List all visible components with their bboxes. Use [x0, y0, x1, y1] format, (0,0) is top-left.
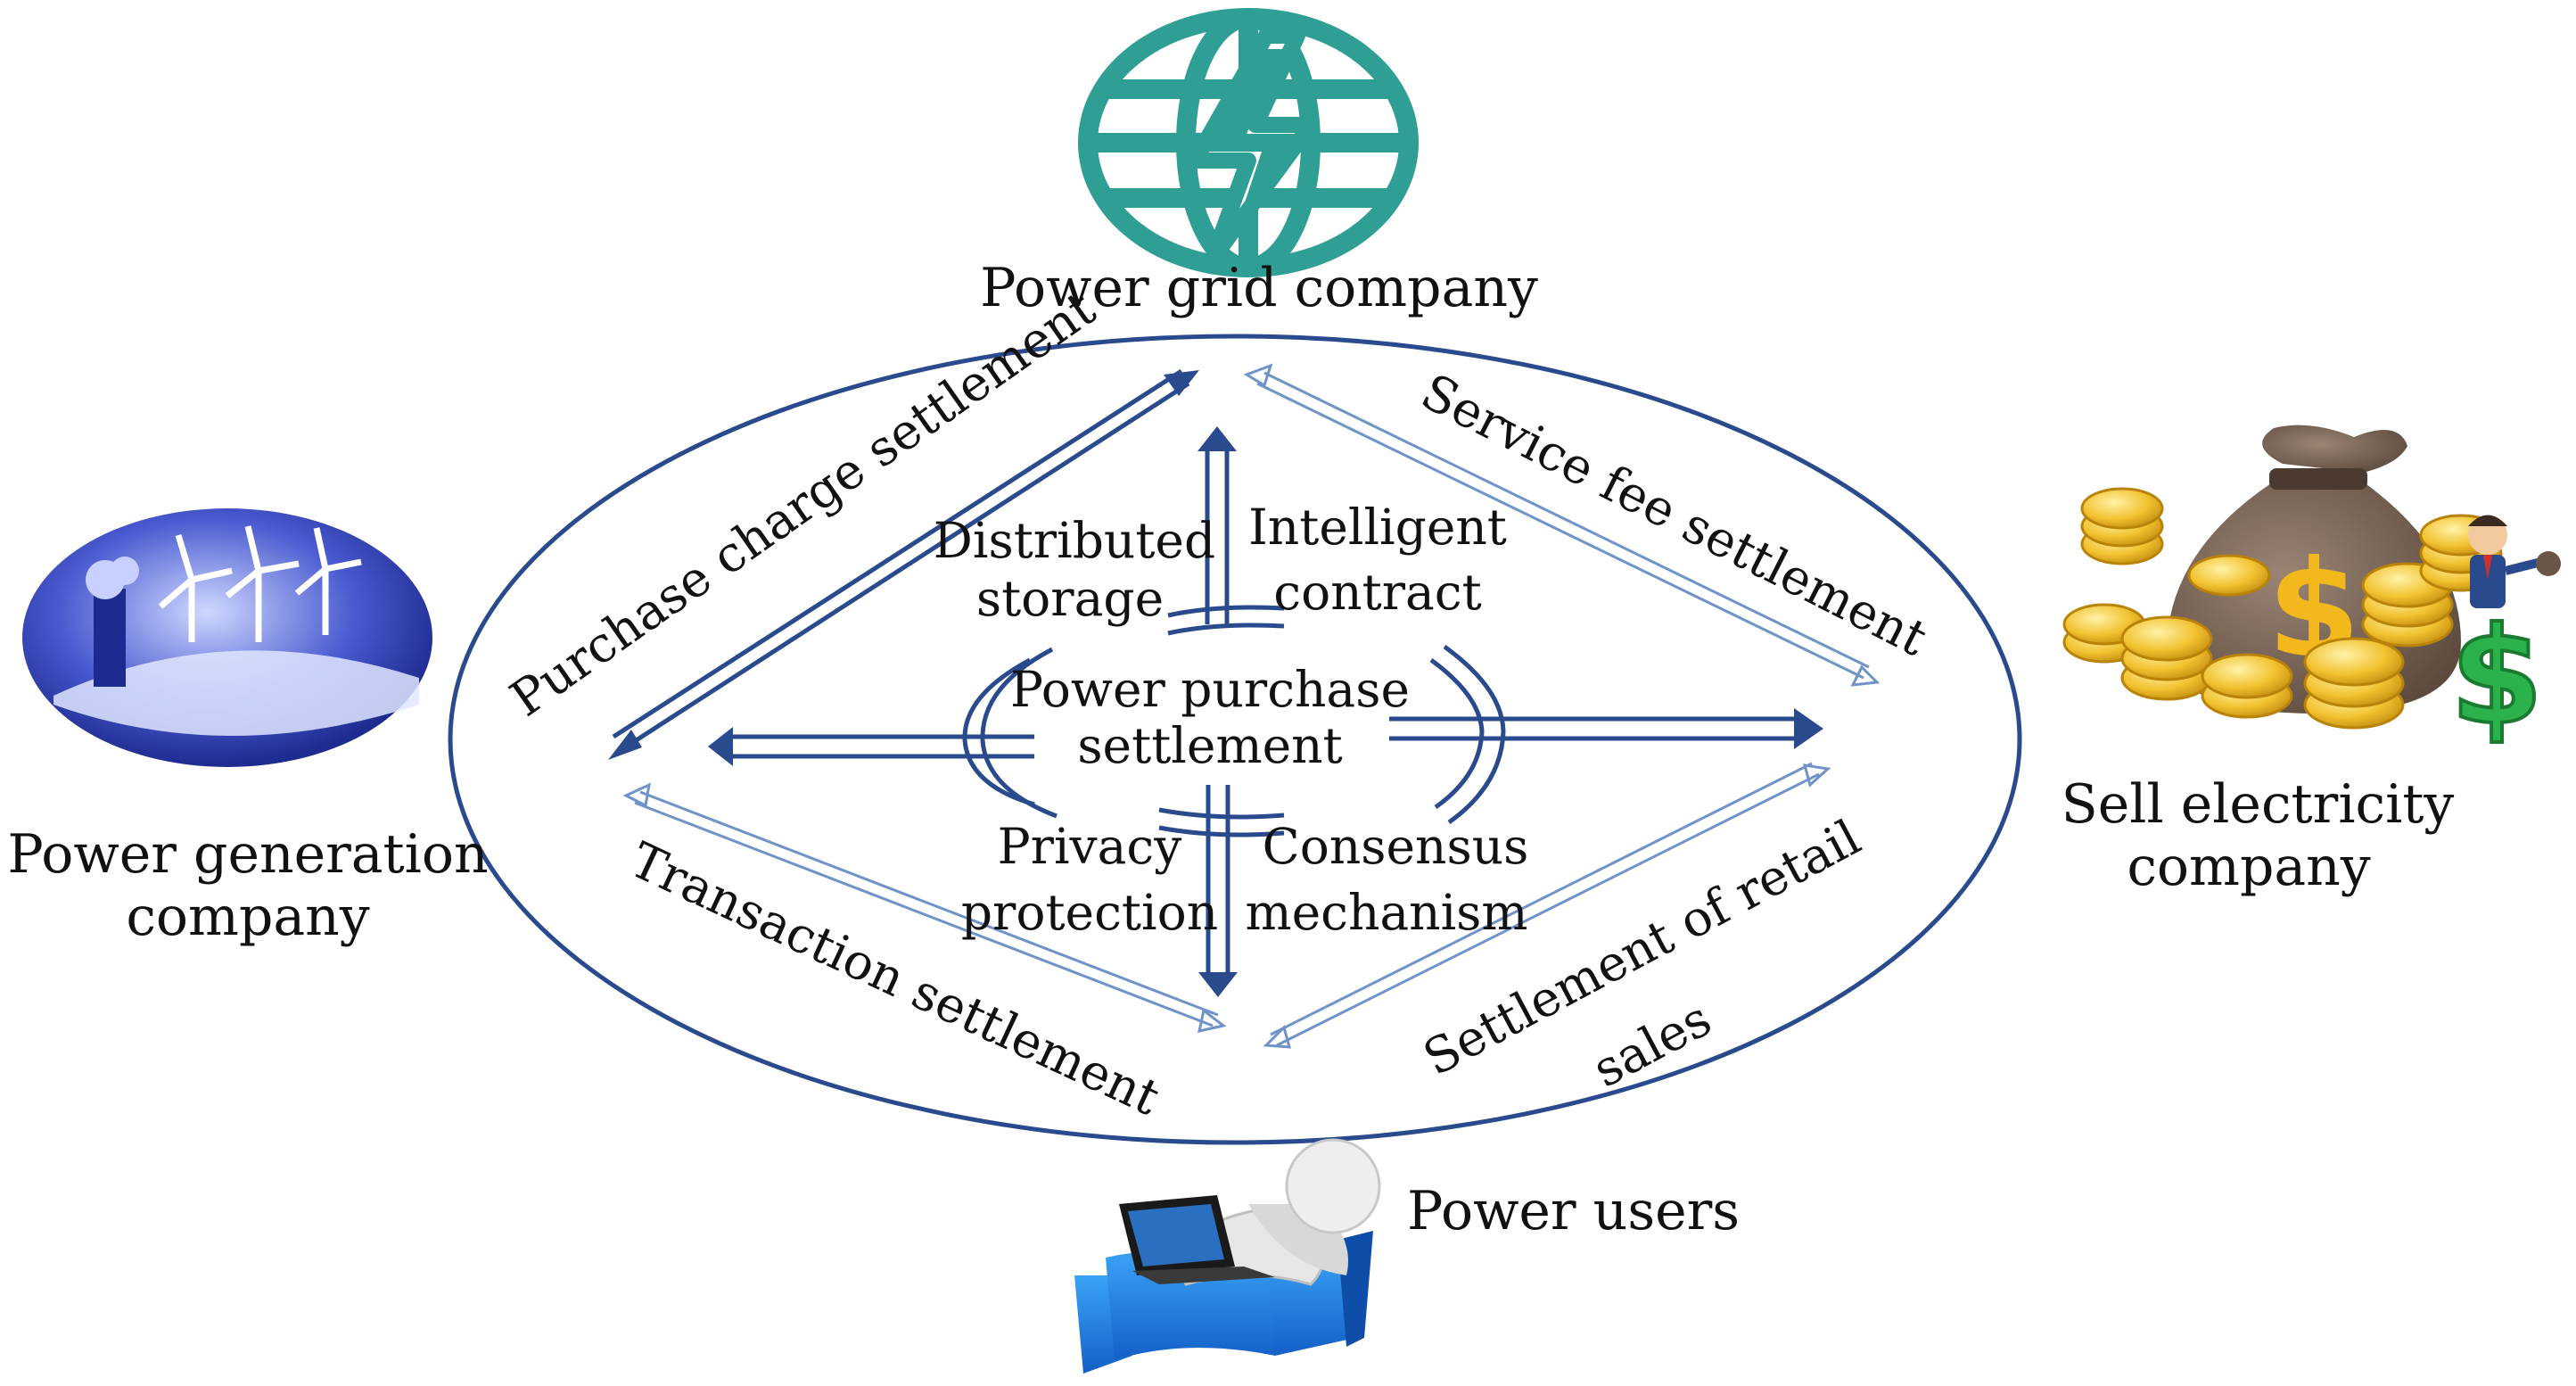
transaction-settlement-label: Transaction settlement	[622, 831, 1169, 1126]
retail-double-arrow	[1270, 762, 1820, 1047]
service-fee-arrowhead-right	[1850, 664, 1881, 687]
distributed-storage-line2: storage	[976, 570, 1164, 627]
svg-text:$: $	[2450, 599, 2543, 755]
consensus-mechanism-line2: mechanism	[1245, 884, 1527, 941]
center-left-arrowhead	[708, 727, 733, 766]
intelligent-contract-line2: contract	[1273, 564, 1481, 621]
distributed-storage-line1: Distributed	[934, 512, 1215, 569]
power-generation-company-label-line2: company	[126, 886, 369, 948]
center-up-arrowhead	[1197, 426, 1237, 451]
sell-electricity-company-label-line2: company	[2127, 836, 2370, 898]
center-up-arrow	[1205, 446, 1230, 624]
center-down-arrowhead	[1198, 972, 1238, 997]
power-purchase-settlement-line2: settlement	[1077, 717, 1342, 774]
power-users-label: Power users	[1407, 1180, 1740, 1242]
center-right-arrow	[1389, 716, 1797, 741]
privacy-protection-line1: Privacy	[998, 818, 1182, 875]
center-rings	[962, 605, 1506, 837]
transaction-double-arrow	[634, 790, 1219, 1027]
purchase-charge-arrowhead-up	[1164, 370, 1199, 396]
money-bag-coins-icon: $ $	[2062, 425, 2561, 756]
purchase-charge-arrowhead-down	[608, 730, 642, 760]
transaction-arrowhead-right	[1197, 1008, 1227, 1033]
wind-turbine-factory-icon	[22, 508, 432, 767]
privacy-protection-line2: protection	[961, 884, 1218, 941]
person-laptop-icon	[1074, 1138, 1381, 1374]
service-fee-arrowhead-left	[1243, 363, 1273, 388]
purchase-charge-double-arrow	[612, 368, 1190, 752]
power-generation-company-label-line1: Power generation	[7, 823, 488, 886]
network-ellipse	[448, 334, 2022, 1145]
transaction-arrowhead-left	[622, 782, 651, 808]
globe-lightning-icon	[1078, 8, 1419, 277]
consensus-mechanism-line1: Consensus	[1263, 818, 1529, 875]
sell-electricity-company-label-line1: Sell electricity	[2062, 773, 2455, 836]
service-fee-double-arrow	[1256, 371, 1870, 680]
center-left-arrow	[729, 734, 1034, 759]
power-purchase-settlement-line1: Power purchase	[1010, 661, 1410, 718]
intelligent-contract-line1: Intelligent	[1248, 499, 1507, 556]
retail-arrowhead-left	[1263, 1025, 1292, 1049]
power-grid-company-label: Power grid company	[980, 257, 1538, 319]
retail-arrowhead-right	[1802, 763, 1831, 788]
center-down-arrow	[1206, 785, 1230, 974]
center-right-arrowhead	[1794, 708, 1823, 749]
